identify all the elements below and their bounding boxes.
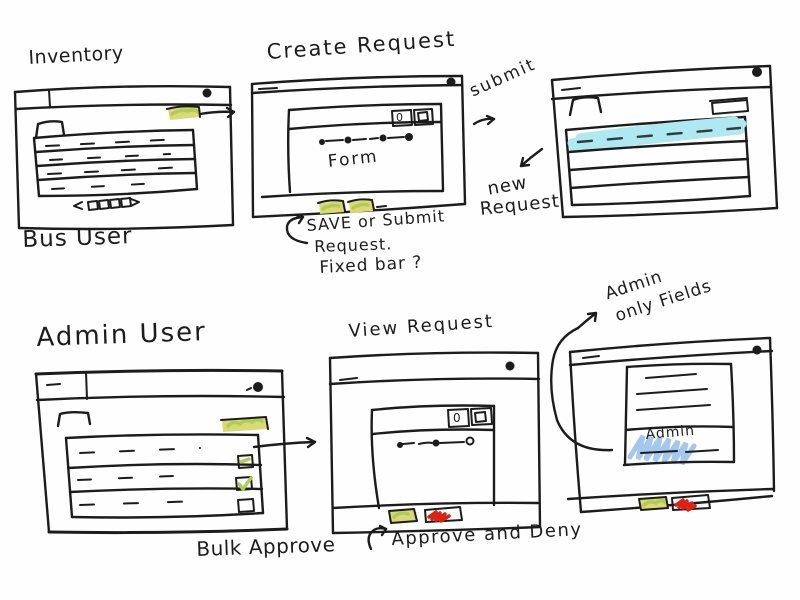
- stepper-dot: [405, 133, 413, 141]
- save-button[interactable]: [317, 199, 346, 214]
- approve-button[interactable]: [638, 496, 669, 511]
- window-dot-icon: [202, 88, 212, 98]
- admin-user-title: Admin User: [35, 317, 208, 353]
- form-stepper: [319, 133, 413, 145]
- form-field-line: [645, 373, 697, 379]
- row-data-dashes: [51, 182, 161, 190]
- modal-window-box[interactable]: [470, 407, 493, 426]
- note-arrow-approve-deny: [367, 524, 388, 551]
- approval-table: [56, 411, 265, 519]
- modal-box-icon: [474, 411, 487, 423]
- modal-badge-value: 0: [453, 411, 461, 425]
- flow-arrow-admin-to-view: [252, 436, 317, 449]
- table-tab: [34, 120, 66, 140]
- stepper-dot: [379, 134, 387, 142]
- bulk-approve-label: Bulk Approve: [195, 532, 336, 561]
- stepper-dot: [465, 436, 475, 446]
- form-field-line: [636, 388, 708, 395]
- table-tab: [56, 411, 92, 428]
- pagination-next-icon[interactable]: [130, 198, 140, 207]
- window-dot-icon: [752, 345, 762, 355]
- new-row-highlight: [567, 116, 747, 153]
- row-checkbox[interactable]: [237, 498, 255, 513]
- new-request-arrow: [519, 147, 544, 168]
- row-data-dashes: [45, 138, 181, 147]
- modal-badge-value: 0: [396, 111, 403, 124]
- request-table: [564, 96, 752, 207]
- new-request-list-window: [550, 64, 779, 219]
- submit-arrow: [472, 114, 496, 126]
- request-form-panel: [622, 362, 736, 467]
- pagination-prev-icon[interactable]: [73, 201, 83, 210]
- window-dot-icon: [446, 77, 456, 87]
- deny-button[interactable]: [671, 494, 711, 512]
- browser-tab-divider: [48, 89, 51, 108]
- toolbar-button[interactable]: [711, 99, 749, 115]
- note-arrow-fixed-bar: [285, 213, 309, 245]
- approve-button[interactable]: [388, 508, 418, 524]
- bulk-approve-button[interactable]: [220, 416, 269, 432]
- admin-field-underline: [640, 450, 678, 454]
- row-data-dashes: [47, 166, 186, 175]
- modal-window-box[interactable]: [413, 108, 434, 126]
- modal-action-bar: [331, 501, 540, 524]
- view-form-modal: [370, 404, 496, 510]
- deny-button[interactable]: [424, 506, 463, 523]
- create-form-modal: [287, 102, 445, 194]
- admin-fields-connector-arrow: [550, 311, 614, 452]
- view-request-window: [328, 351, 542, 535]
- stepper-dot: [397, 442, 403, 448]
- modal-badge-box[interactable]: [447, 408, 470, 428]
- form-stepper: [397, 436, 475, 448]
- inventory-window: [13, 84, 235, 231]
- create-request-window: [250, 74, 467, 219]
- window-dot-icon: [253, 382, 263, 392]
- form-field-line: [636, 404, 711, 411]
- stepper-dot: [344, 136, 352, 144]
- page-indicator[interactable]: [87, 200, 99, 211]
- fixed-action-bar: [260, 189, 445, 214]
- page-indicator[interactable]: [109, 198, 121, 209]
- row-data-dashes: [79, 447, 201, 454]
- admin-only-section: [622, 434, 736, 467]
- page-indicator[interactable]: [98, 199, 110, 210]
- modal-action-bar: [566, 487, 775, 512]
- inventory-table: [32, 120, 199, 198]
- modal-badge-box[interactable]: [391, 109, 413, 127]
- create-request-button[interactable]: [166, 105, 201, 120]
- flow-arrow-inventory-to-create: [198, 106, 236, 119]
- bus-user-label: Bus User: [21, 223, 133, 253]
- pagination: [73, 197, 140, 211]
- row-data-dashes: [77, 474, 196, 481]
- stepper-dot: [432, 439, 440, 447]
- page-indicator[interactable]: [120, 197, 132, 208]
- admin-list-window: [34, 368, 289, 535]
- check-icon: [237, 476, 253, 492]
- modal-box-icon: [417, 111, 429, 122]
- window-dot-icon: [505, 361, 515, 371]
- admin-fields-window: [566, 336, 776, 514]
- window-dot-icon: [752, 67, 762, 77]
- admin-field-underline: [685, 449, 719, 453]
- row-data-dashes: [79, 500, 201, 506]
- submit-button[interactable]: [347, 198, 375, 213]
- table-tab: [568, 96, 603, 117]
- row-checkbox-checked[interactable]: [235, 476, 253, 492]
- save-submit-note-line2: Request.: [313, 234, 393, 256]
- row-checkbox[interactable]: [237, 454, 254, 469]
- stepper-dot: [319, 139, 325, 145]
